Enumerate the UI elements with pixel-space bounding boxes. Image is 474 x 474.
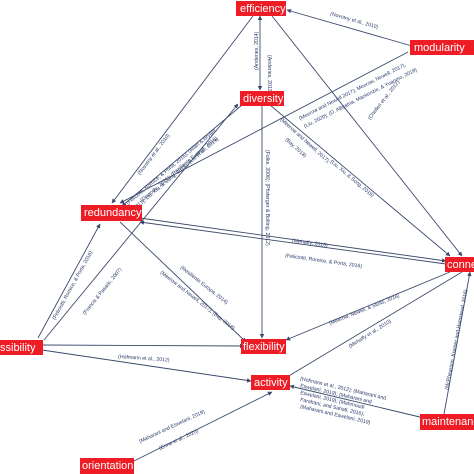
node-label: flexibility (243, 341, 285, 353)
node-modularity[interactable]: modularity (410, 40, 474, 55)
edge-label: (Novotny et al., 2010) (329, 11, 379, 31)
node-label: conne (447, 259, 474, 271)
node-label: redundancy (84, 207, 142, 219)
edge-flexibility-connectivity (285, 271, 451, 341)
edge-maintenance-activity (289, 384, 425, 419)
edge-modularity-redundancy (119, 51, 409, 204)
node-connectivity[interactable]: conne (445, 257, 474, 272)
node-efficiency[interactable]: efficiency (236, 1, 286, 16)
edge-label: (Liu, Xiu, & Song, 2019) (329, 159, 375, 199)
edge-redundancy-connectivity-upper (139, 217, 447, 263)
node-activity[interactable]: activity (251, 375, 290, 390)
edge-orientation-activity (127, 391, 273, 465)
edge-label: (Dawodu, 2021); (Resiliente Europa, 2016… (139, 135, 219, 203)
edge-diversity-connectivity (269, 104, 451, 257)
node-label: ssibility (0, 342, 36, 354)
edge-label: (McPhearson, Kremer and Hamstead, 2016) (444, 289, 469, 391)
edge-maintenance-connectivity (443, 271, 472, 415)
edge-redundancy-connectivity-lower (139, 220, 447, 265)
edge-redundancy-accessibility (37, 223, 101, 339)
edge-accessibility-diversity (43, 103, 239, 341)
node-maintenance[interactable]: maintenanc (420, 414, 474, 430)
node-diversity[interactable]: diversity (240, 91, 284, 106)
edge-label: (Anderies, 2014) (254, 31, 260, 70)
edges (37, 8, 472, 465)
edge-modularity-efficiency (286, 8, 413, 47)
node-flexibility[interactable]: flexibility (241, 339, 286, 354)
edge-efficiency-redundancy (111, 15, 254, 204)
node-label: diversity (243, 93, 284, 105)
node-label: modularity (414, 42, 465, 54)
node-label: maintenanc (422, 416, 474, 428)
node-label: activity (254, 377, 288, 389)
edge-label: (Mehaffy, 2015) (292, 238, 329, 249)
edge-redundancy-flexibility (119, 221, 247, 343)
edge-accessibility-flexibility (41, 343, 245, 349)
node-label: efficiency (240, 3, 286, 15)
edge-label: (Anderies, 2012) (266, 55, 272, 94)
edge-label: (Mehaffy et al., 2010) (348, 319, 393, 350)
edge-label: (Hofmann et al., 2012) (118, 354, 170, 364)
edge-connectivity-activity (281, 271, 463, 381)
edge-label: (Francis & Pasaric, 2007) (82, 267, 124, 316)
node-label: orientation (82, 460, 133, 472)
node-orientation[interactable]: orientation (80, 458, 134, 474)
edge-diversity-redundancy (121, 104, 243, 207)
edge-efficiency-connectivity (271, 15, 463, 257)
edge-label: (Feliciotti, Romice, & Porta, 2016) (285, 253, 363, 270)
edge-accessibility-activity (41, 349, 252, 383)
node-accessibility[interactable]: ssibility (0, 340, 43, 355)
node-redundancy[interactable]: redundancy (81, 205, 142, 221)
edge-label: (Folke, 2006); (Pfisterger & Bolting, 20… (264, 150, 270, 246)
